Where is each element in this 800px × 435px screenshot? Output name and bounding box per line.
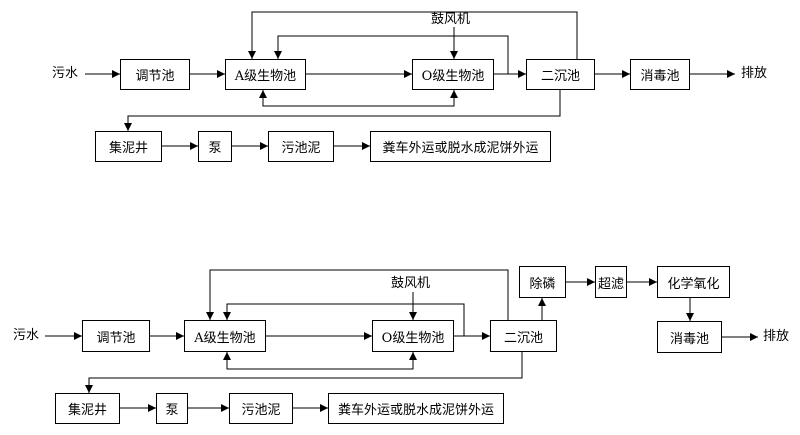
d1-regulating-tank: 调节池 bbox=[120, 59, 190, 90]
d1-sludge-tank: 污池泥 bbox=[268, 131, 334, 162]
d1-inflow-label: 污水 bbox=[52, 66, 79, 81]
d2-disinfection-tank: 消毒池 bbox=[657, 321, 722, 353]
d2-blower-label: 鼓风机 bbox=[391, 276, 431, 291]
d2-return-outer bbox=[206, 269, 509, 320]
d2-regulating-tank: 调节池 bbox=[82, 320, 150, 352]
d2-sludge-line bbox=[85, 352, 523, 393]
d2-sludge-well: 集泥井 bbox=[55, 393, 120, 424]
d2-chemical-oxidation: 化学氧化 bbox=[657, 266, 730, 298]
d1-sludge-line bbox=[124, 90, 561, 131]
d2-return-inner bbox=[223, 303, 465, 336]
d1-return-inner bbox=[274, 35, 509, 74]
d2-o-bio-tank: O级生物池 bbox=[372, 320, 454, 352]
d1-secondary-clarifier: 二沉池 bbox=[526, 59, 595, 90]
d1-blower-label: 鼓风机 bbox=[431, 12, 471, 27]
d2-inflow-label: 污水 bbox=[13, 328, 40, 343]
d1-return-outer bbox=[248, 11, 578, 59]
d2-a-bio-tank: A级生物池 bbox=[184, 320, 266, 352]
d1-sludge-well: 集泥井 bbox=[95, 131, 162, 162]
d1-disinfection-tank: 消毒池 bbox=[630, 59, 690, 90]
d1-pump: 泵 bbox=[198, 131, 232, 162]
d1-return-bottom bbox=[259, 90, 458, 107]
d2-return-bottom bbox=[223, 352, 417, 370]
d1-sludge-disposal: 粪车外运或脱水成泥饼外运 bbox=[370, 131, 551, 162]
d1-a-bio-tank: A级生物池 bbox=[225, 59, 306, 90]
d1-o-bio-tank: O级生物池 bbox=[412, 59, 494, 90]
d2-sludge-disposal: 粪车外运或脱水成泥饼外运 bbox=[328, 393, 504, 424]
d2-discharge-label: 排放 bbox=[763, 329, 790, 344]
d2-secondary-clarifier: 二沉池 bbox=[490, 320, 557, 352]
d2-sludge-tank: 污池泥 bbox=[229, 393, 293, 424]
d2-phosphorus-removal: 除磷 bbox=[519, 266, 566, 298]
d2-ultrafiltration: 超滤 bbox=[595, 266, 627, 298]
d2-pump: 泵 bbox=[156, 393, 188, 424]
d1-discharge-label: 排放 bbox=[741, 66, 768, 81]
